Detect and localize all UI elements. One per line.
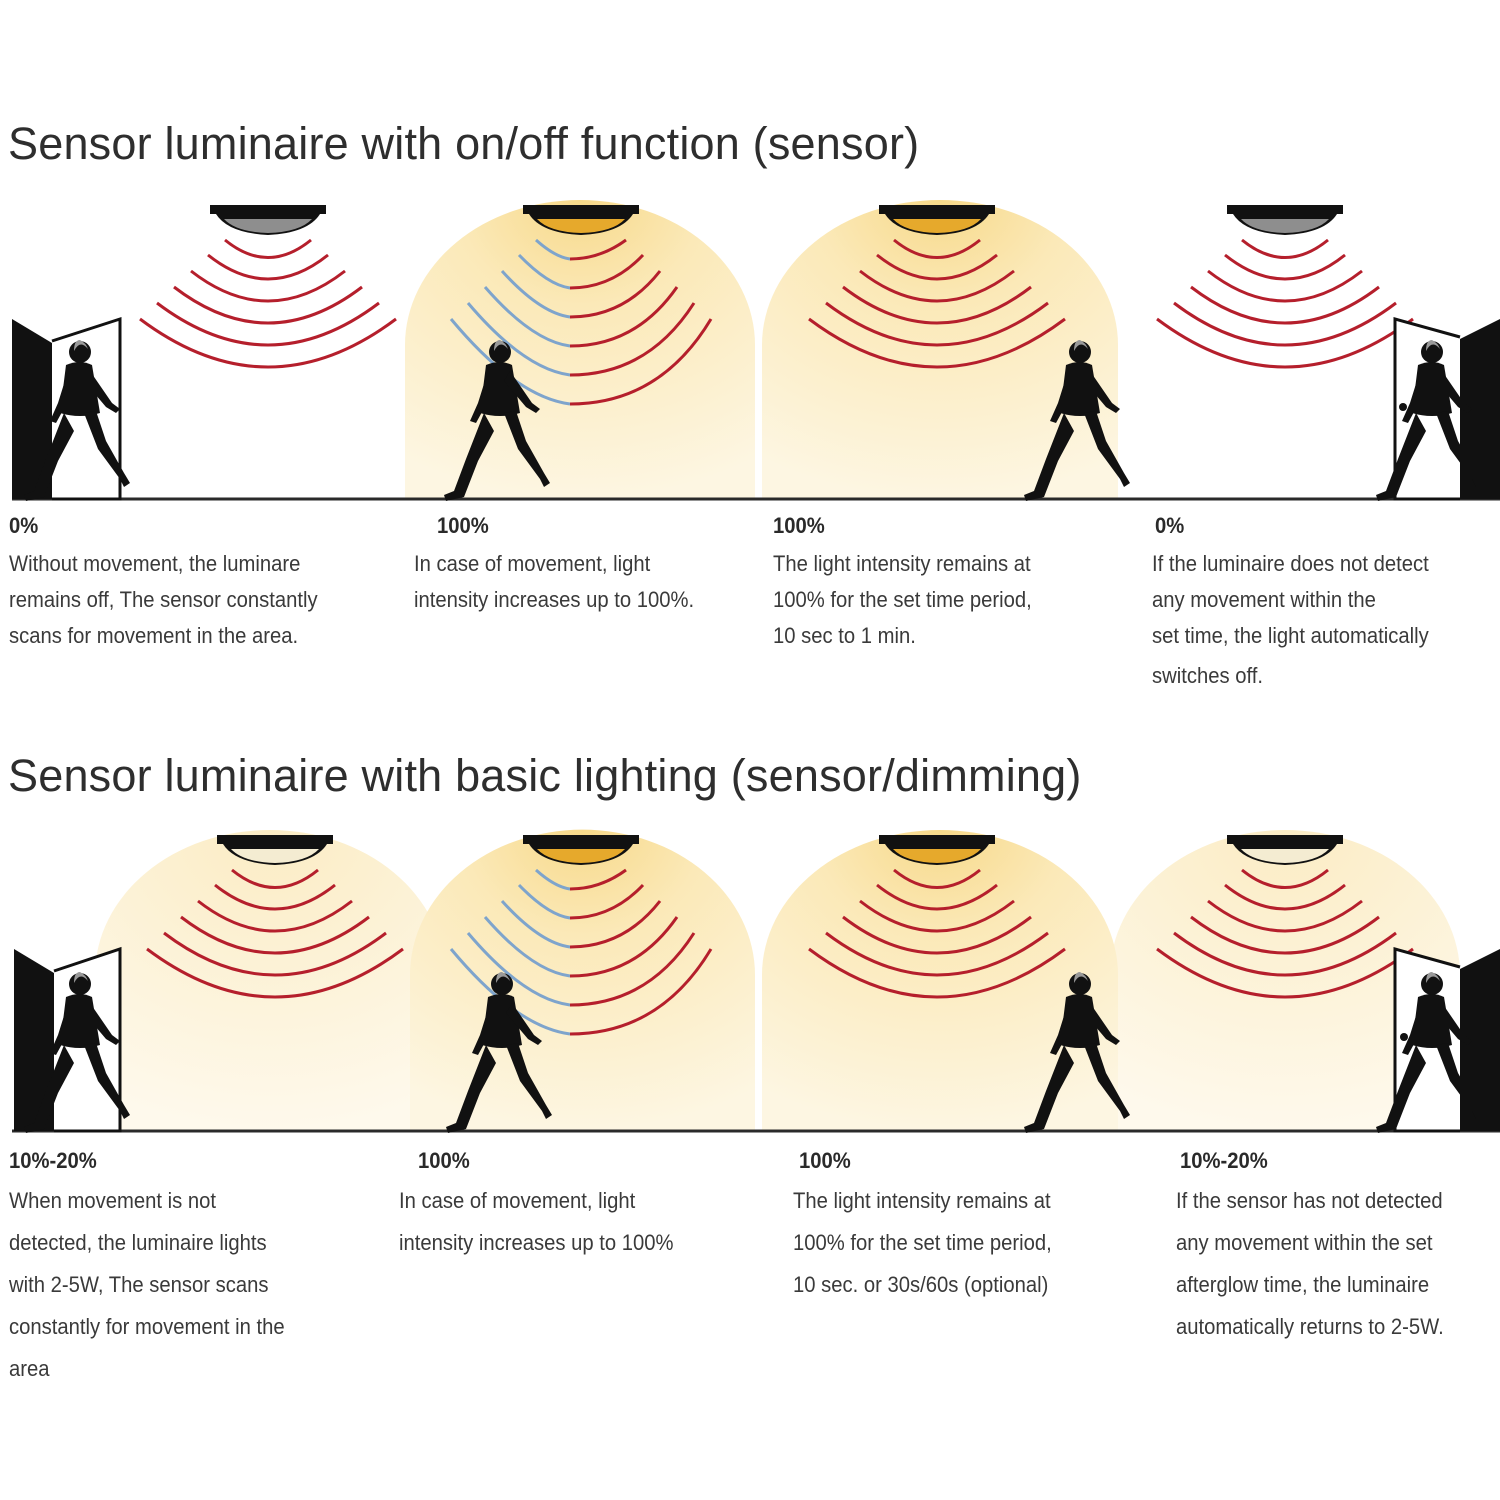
- panel-level: 10%-20%: [9, 1148, 97, 1173]
- panel-description: When movement is not detected, the lumin…: [9, 1188, 285, 1381]
- sensor-waves-icon: [808, 868, 1066, 999]
- sensor-waves-icon: [146, 868, 404, 999]
- light-glow: [95, 830, 445, 1131]
- panel-level: 100%: [799, 1148, 851, 1173]
- ceiling-lamp-icon: [523, 835, 639, 865]
- ceiling-lamp-icon: [1227, 835, 1343, 865]
- panel-level: 100%: [418, 1148, 470, 1173]
- panel-description: The light intensity remains at 100% for …: [793, 1188, 1052, 1297]
- sensor-waves-icon: [1156, 868, 1414, 999]
- ceiling-lamp-icon: [217, 835, 333, 865]
- light-glow: [762, 200, 1118, 500]
- light-glow: [405, 200, 755, 500]
- sensor-waves-icon: [1156, 238, 1414, 369]
- panel-level: 0%: [9, 513, 39, 538]
- section-title-basic-lighting: Sensor luminaire with basic lighting (se…: [8, 750, 1082, 801]
- panel-description: If the sensor has not detected any movem…: [1176, 1188, 1444, 1339]
- section-title-on-off: Sensor luminaire with on/off function (s…: [8, 118, 920, 169]
- panel-level: 0%: [1155, 513, 1185, 538]
- sensor-waves-icon: [139, 238, 397, 369]
- scene-on-off: [12, 200, 1500, 501]
- panel-level: 10%-20%: [1180, 1148, 1268, 1173]
- ceiling-lamp-icon: [523, 205, 639, 235]
- ceiling-lamp-icon: [210, 205, 326, 235]
- light-glow: [410, 829, 755, 1131]
- ceiling-lamp-icon: [879, 205, 995, 235]
- panel-level: 100%: [773, 513, 825, 538]
- panel-description: If the luminaire does not detect any mov…: [1152, 551, 1429, 688]
- panel-description: The light intensity remains at 100% for …: [773, 551, 1032, 648]
- sensor-waves-icon: [449, 868, 713, 1036]
- panel-description: Without movement, the luminare remains o…: [9, 551, 318, 648]
- light-glow: [762, 830, 1118, 1131]
- ceiling-lamp-icon: [1227, 205, 1343, 235]
- panel-level: 100%: [437, 513, 489, 538]
- panel-description: In case of movement, light intensity inc…: [414, 551, 695, 612]
- scene-basic-lighting: [12, 829, 1500, 1133]
- ceiling-lamp-icon: [879, 835, 995, 865]
- light-glow: [1110, 830, 1460, 1131]
- panel-description: In case of movement, light intensity inc…: [399, 1188, 674, 1255]
- sensor-waves-icon: [808, 238, 1066, 369]
